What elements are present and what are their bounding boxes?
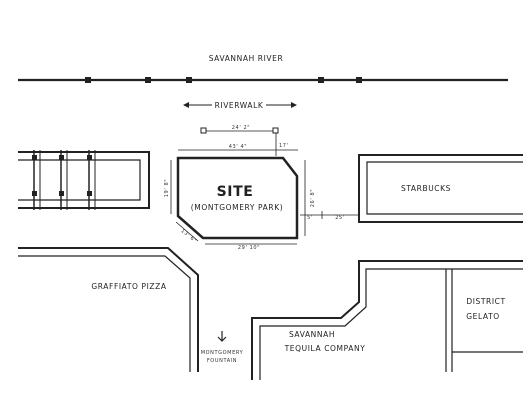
graffiato-block bbox=[18, 247, 199, 372]
dimension-lines bbox=[170, 127, 358, 245]
riverwalk-rail bbox=[18, 77, 508, 83]
site-parcel bbox=[176, 156, 299, 240]
tequila-label-line2: TEQUILA COMPANY bbox=[284, 344, 366, 353]
tequila-label-line1: SAVANNAH bbox=[289, 330, 335, 339]
dim-gap-large: 25' bbox=[335, 215, 345, 221]
river-label: SAVANNAH RIVER bbox=[209, 54, 284, 63]
fountain-label-line1: MONTGOMERY bbox=[201, 350, 244, 356]
pier-structure bbox=[18, 150, 150, 210]
dim-small-vertical: 17' bbox=[279, 143, 289, 149]
graffiato-label: GRAFFIATO PIZZA bbox=[91, 282, 167, 291]
starbucks-block bbox=[358, 154, 523, 223]
dim-bottom-width: 29' 10" bbox=[238, 245, 260, 251]
site-subtitle: (MONTGOMERY PARK) bbox=[191, 203, 284, 212]
fountain-arrow-icon bbox=[217, 331, 227, 342]
dim-gap-small: 5' bbox=[307, 215, 313, 221]
dim-top-offset: 24' 2" bbox=[232, 125, 250, 131]
site-title: SITE bbox=[217, 184, 254, 200]
riverwalk-label: RIVERWALK bbox=[215, 101, 264, 110]
dim-right-height: 26' 8" bbox=[310, 189, 316, 207]
district-gelato-block bbox=[445, 269, 523, 372]
dim-top-width: 43' 4" bbox=[229, 144, 247, 150]
district-label-line2: GELATO bbox=[466, 312, 500, 321]
dim-left-height: 19' 8" bbox=[164, 179, 170, 197]
starbucks-label: STARBUCKS bbox=[401, 184, 451, 193]
fountain-label-line2: FOUNTAIN bbox=[207, 358, 237, 364]
tequila-block bbox=[251, 260, 523, 380]
district-label-line1: DISTRICT bbox=[466, 297, 505, 306]
